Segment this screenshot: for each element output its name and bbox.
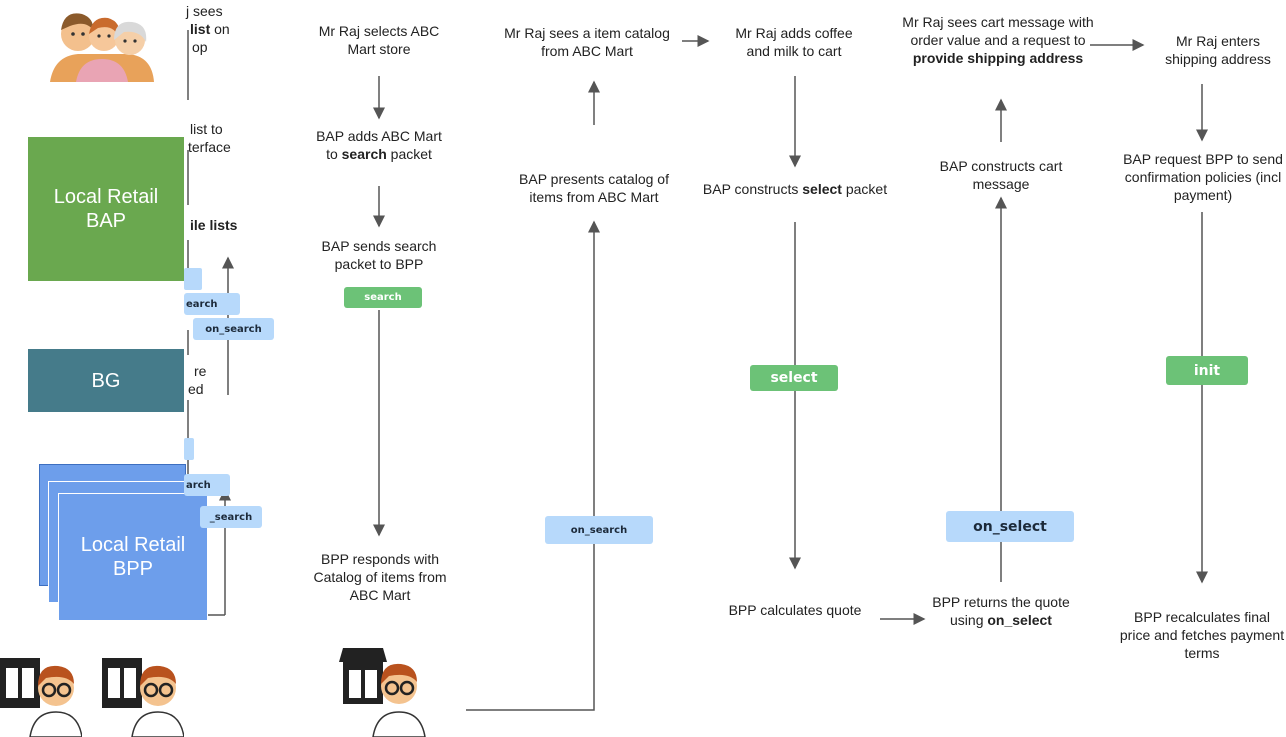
on-select-pill: on_select xyxy=(946,511,1074,542)
step-bpp-returns: BPP returns the quote using on_select xyxy=(932,594,1070,628)
step-bap-request: BAP request BPP to send confirmation pol… xyxy=(1123,151,1283,203)
abc-mart-seller-icon xyxy=(339,648,426,737)
init-pill: init xyxy=(1166,356,1248,385)
step-bap-constructs-select: BAP constructs select packet xyxy=(702,181,888,197)
step-bap-constructs-cart: BAP constructs cart message xyxy=(939,158,1063,192)
clipped-text: on xyxy=(210,21,230,37)
clipped-search-pill: earch xyxy=(184,293,240,315)
select-pill: select xyxy=(750,365,838,391)
step-bap-sends: BAP sends search packet to BPP xyxy=(321,238,437,272)
step-bap-adds: BAP adds ABC Mart to search packet xyxy=(316,128,442,162)
clipped-text: re xyxy=(194,363,207,379)
clipped-text-bold: ile lists xyxy=(190,217,238,233)
bpp-label: Local Retail BPP xyxy=(80,534,186,580)
clipped-text: list to xyxy=(190,121,223,137)
on-search-pill: on_search xyxy=(545,516,653,544)
step-bpp-recalculates: BPP recalculates final price and fetches… xyxy=(1119,609,1285,661)
bg-label: BG xyxy=(91,369,121,392)
clipped-text: j sees xyxy=(186,3,223,19)
step-bap-presents: BAP presents catalog of items from ABC M… xyxy=(519,171,669,205)
clipped-text: op xyxy=(192,39,208,55)
clipped-text-bold: list xyxy=(190,21,211,37)
clipped-on-search-pill: on_search xyxy=(193,318,274,340)
step-enters-address: Mr Raj enters shipping address xyxy=(1165,33,1271,67)
arrow-return-to-presents xyxy=(466,220,600,711)
seller-icon xyxy=(0,658,82,737)
step-sees-catalog: Mr Raj sees a item catalog from ABC Mart xyxy=(504,25,670,59)
clipped-left-column: j sees list on op list to terface ile li… xyxy=(184,0,256,620)
bap-label: Local Retail BAP xyxy=(53,186,159,232)
bpp-box: Local Retail BPP xyxy=(58,493,208,621)
bap-box: Local Retail BAP xyxy=(28,137,184,281)
step-bpp-responds: BPP responds with Catalog of items from … xyxy=(313,551,447,603)
clipped-pill-stub xyxy=(184,268,202,290)
clipped-text: terface xyxy=(188,139,231,155)
bg-box: BG xyxy=(28,349,184,412)
clipped-search-pill-2: arch xyxy=(184,474,230,496)
seller-icon xyxy=(102,658,184,737)
clipped-on-search-pill-2: _search xyxy=(200,506,262,528)
clipped-text: ed xyxy=(188,381,204,397)
clipped-pill-stub-2 xyxy=(184,438,194,460)
step-adds-to-cart: Mr Raj adds coffee and milk to cart xyxy=(735,25,853,59)
search-pill: search xyxy=(344,287,422,308)
step-bpp-calculates: BPP calculates quote xyxy=(728,602,862,618)
step-select-store: Mr Raj selects ABC Mart store xyxy=(318,23,440,57)
family-icon xyxy=(50,13,154,82)
step-cart-message: Mr Raj sees cart message with order valu… xyxy=(902,14,1094,66)
